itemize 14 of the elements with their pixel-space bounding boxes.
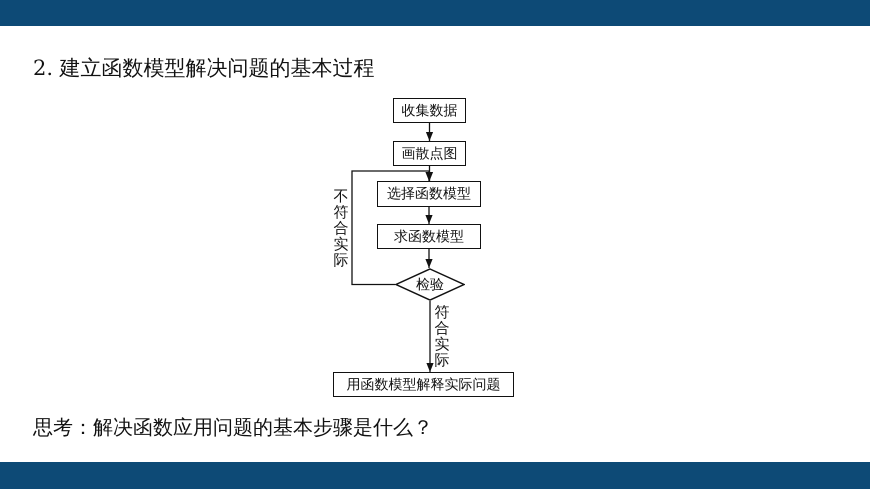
heading: 2. 建立函数模型解决问题的基本过程 xyxy=(33,55,375,82)
arrow xyxy=(425,249,433,268)
question-text: 思考：解决函数应用问题的基本步骤是什么？ xyxy=(33,414,433,441)
arrow xyxy=(425,207,433,224)
process-box: 画散点图 xyxy=(393,141,466,166)
edge-label: 不符合实际 xyxy=(333,188,349,268)
edge-label: 符合实际 xyxy=(434,304,450,368)
process-box: 用函数模型解释实际问题 xyxy=(333,372,514,397)
decision-diamond: 检验 xyxy=(395,268,465,301)
process-box: 选择函数模型 xyxy=(377,181,481,207)
process-box: 收集数据 xyxy=(393,98,466,123)
arrow xyxy=(426,123,434,141)
arrow xyxy=(426,301,434,372)
process-box: 求函数模型 xyxy=(377,224,481,249)
